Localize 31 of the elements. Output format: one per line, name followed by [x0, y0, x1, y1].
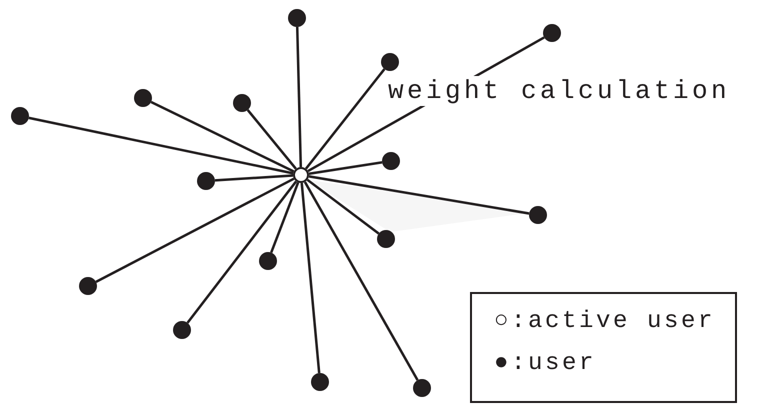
user-node [543, 24, 561, 42]
user-node [382, 152, 400, 170]
user-node [79, 277, 97, 295]
user-node [377, 230, 395, 248]
connector-line [304, 68, 386, 170]
user-node [173, 321, 191, 339]
user-node [529, 206, 547, 224]
connector-line [306, 178, 380, 235]
user-node [288, 9, 306, 27]
connector-line [214, 174, 294, 182]
connector-line [308, 161, 382, 175]
user-node [413, 379, 431, 397]
user-node [11, 107, 29, 125]
connector-line [95, 178, 294, 283]
connector-line [270, 182, 300, 254]
user-node [259, 252, 277, 270]
user-node [134, 89, 152, 107]
user-node [311, 373, 329, 391]
user-node [233, 94, 251, 112]
connector-line [308, 175, 530, 215]
connector-line [304, 181, 419, 381]
user-node [197, 172, 215, 190]
connector-line [296, 26, 302, 168]
connector-line [300, 182, 320, 374]
legend-entry: ○:active user [494, 308, 716, 335]
connector-line [246, 109, 297, 170]
legend-entry: ●:user [494, 350, 596, 377]
connector-line [150, 100, 294, 173]
user-node [381, 53, 399, 71]
connector-line [28, 116, 294, 175]
connector-line [186, 180, 298, 324]
